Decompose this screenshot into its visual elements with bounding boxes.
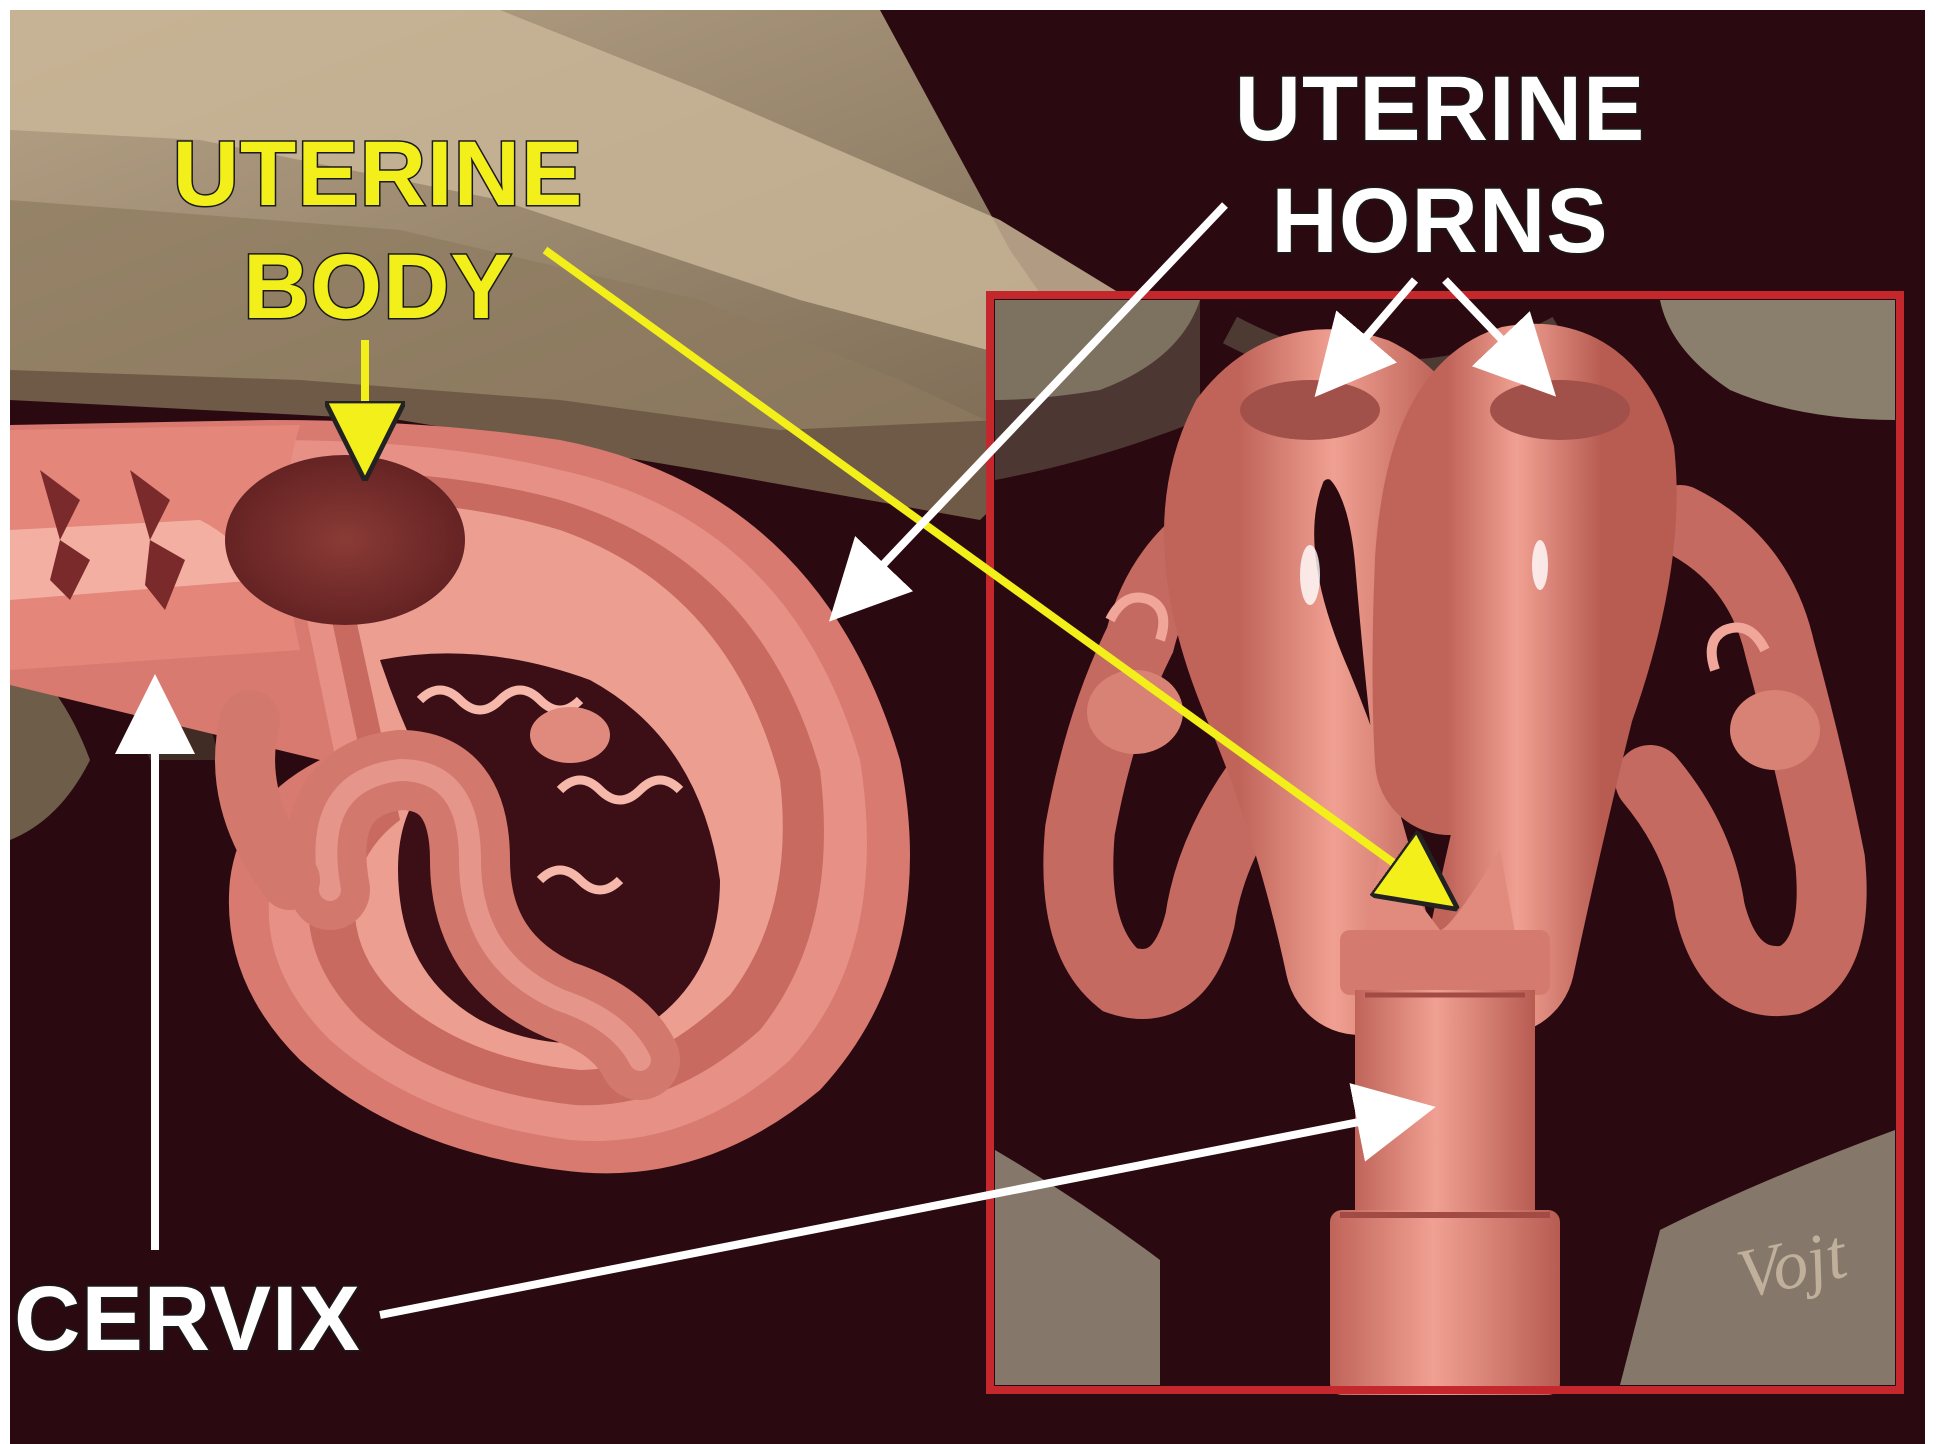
uterine-body-label-line2: BODY [243, 236, 513, 338]
uterine-horns-label-line1: UTERINE [1235, 58, 1646, 160]
right-white-edge [1925, 0, 1939, 1444]
cervix-label: CERVIX [14, 1268, 361, 1370]
uterine-horns-label-line2: HORNS [1271, 170, 1608, 272]
uterine-body-label-line1: UTERINE [173, 123, 584, 225]
inset-panel: Vojt [990, 295, 1900, 1395]
